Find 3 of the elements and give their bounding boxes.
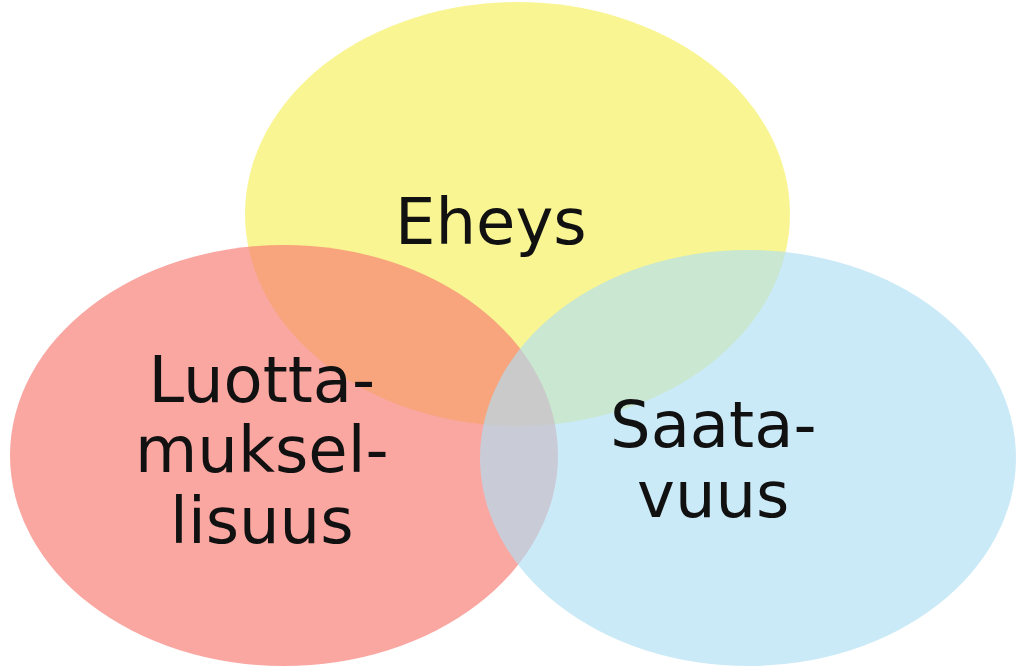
circle-label: Luotta- muksel- lisuus <box>135 345 389 557</box>
circle-label: Saata- vuus <box>610 390 817 531</box>
circle-label: Eheys <box>395 187 587 258</box>
